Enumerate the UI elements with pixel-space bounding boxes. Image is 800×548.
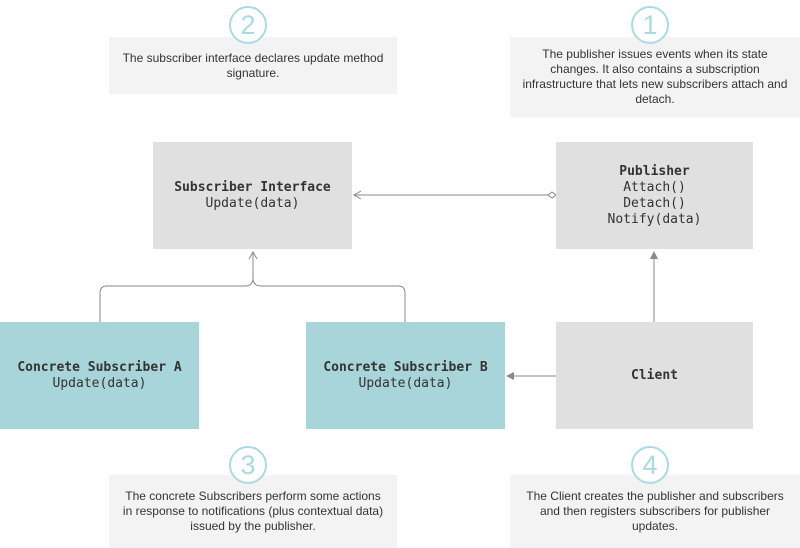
step-badge-4: 4 xyxy=(631,446,669,484)
step-badge-1: 1 xyxy=(631,6,669,44)
method-attach: Attach() xyxy=(623,179,686,195)
method-notify: Notify(data) xyxy=(607,211,702,227)
concrete-subscriber-a-box: Concrete Subscriber A Update(data) xyxy=(0,322,199,429)
box-title: Concrete Subscriber B xyxy=(323,359,488,375)
publisher-box: Publisher Attach() Detach() Notify(data) xyxy=(556,142,753,249)
subscriber-interface-box: Subscriber Interface Update(data) xyxy=(153,142,352,249)
note-publisher: The publisher issues events when its sta… xyxy=(510,37,800,117)
client-to-subscriber-b-connector xyxy=(506,372,556,380)
note-text: The publisher issues events when its sta… xyxy=(522,47,788,106)
method-update: Update(data) xyxy=(52,375,147,391)
publisher-to-interface-connector xyxy=(352,190,557,200)
box-title: Subscriber Interface xyxy=(174,179,331,195)
inheritance-connector xyxy=(99,250,406,322)
method-update: Update(data) xyxy=(358,375,453,391)
method-detach: Detach() xyxy=(623,195,686,211)
client-to-publisher-connector xyxy=(650,251,658,322)
note-text: The subscriber interface declares update… xyxy=(122,50,384,80)
note-client: The Client creates the publisher and sub… xyxy=(510,475,800,548)
note-subscriber-interface: The subscriber interface declares update… xyxy=(109,37,397,94)
note-concrete-subscribers: The concrete Subscribers perform some ac… xyxy=(109,475,397,548)
concrete-subscriber-b-box: Concrete Subscriber B Update(data) xyxy=(306,322,505,429)
method-update: Update(data) xyxy=(205,195,300,211)
box-title: Publisher xyxy=(619,163,690,179)
box-title: Concrete Subscriber A xyxy=(17,359,182,375)
note-text: The concrete Subscribers perform some ac… xyxy=(122,489,384,533)
step-badge-3: 3 xyxy=(229,446,267,484)
client-box: Client xyxy=(556,322,753,429)
box-title: Client xyxy=(631,367,678,383)
step-badge-2: 2 xyxy=(229,6,267,44)
note-text: The Client creates the publisher and sub… xyxy=(526,489,784,533)
